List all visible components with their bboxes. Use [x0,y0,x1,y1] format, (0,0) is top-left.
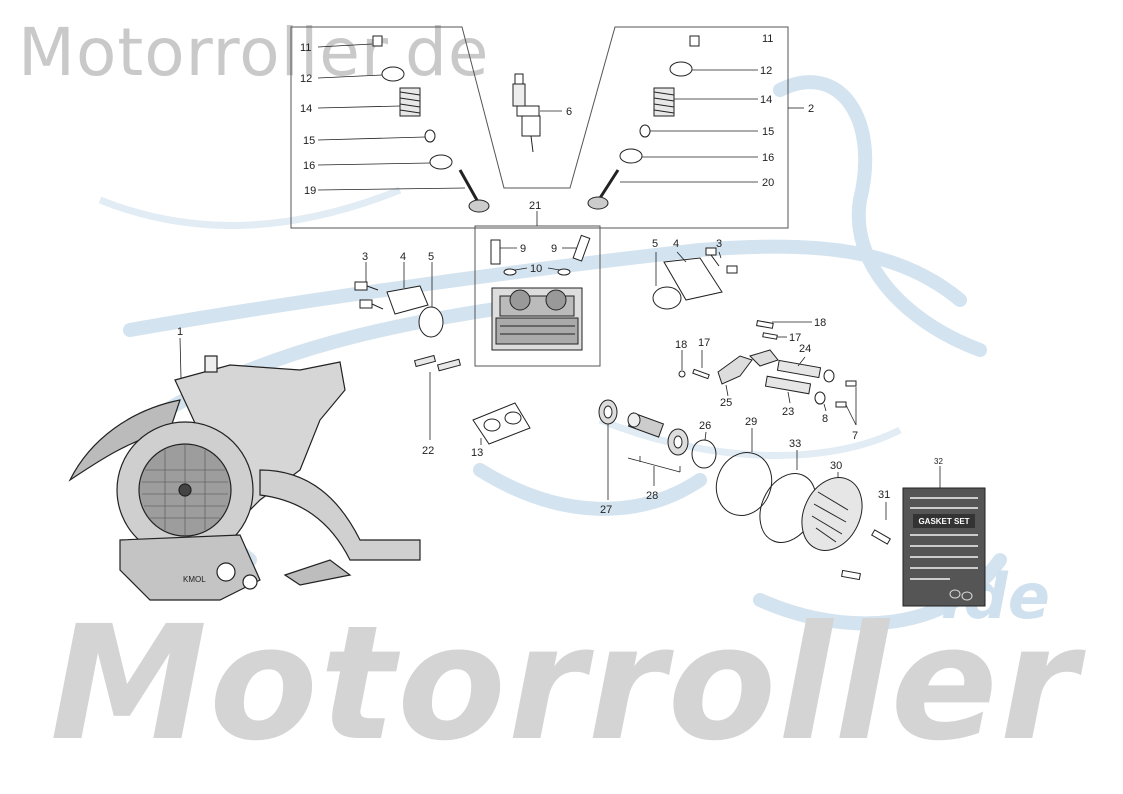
cylinder-head-frame [474,225,601,367]
callout-14-left: 14 [300,103,312,115]
valve-seal-left [424,129,436,143]
callout-3-left: 3 [362,251,368,263]
bolt-3-right [705,247,738,274]
callout-28: 28 [646,490,658,502]
rocker-shaft-17b [692,368,710,380]
callout-7: 7 [852,430,858,442]
callout-18-b: 18 [675,339,687,351]
callout-15-right: 15 [762,126,774,138]
callout-8: 8 [822,413,828,425]
circlip-26 [691,439,717,469]
callout-19: 19 [304,185,316,197]
callout-13: 13 [471,447,483,459]
rocker-bolt-18a [756,320,774,329]
spark-plug [512,73,541,153]
valve-guide-left [490,239,501,265]
gasket-set-label: GASKET SET [918,517,969,526]
callout-11-left: 11 [300,42,311,54]
callout-14-right: 14 [760,94,772,106]
engine-badge: KMOL [183,575,206,584]
callout-17-b: 17 [698,337,710,349]
gasket-set-32: GASKET SET [902,487,986,607]
spring-seat-left [429,154,453,170]
callout-26: 26 [699,420,711,432]
callout-4-left: 4 [400,251,406,263]
spring-retainer-right [669,61,693,77]
callout-27: 27 [600,504,612,516]
callout-22: 22 [422,445,434,457]
valve-spring-left [399,87,421,117]
callout-11-right: 11 [762,33,773,45]
callout-2: 2 [808,103,814,115]
o-ring-left [503,268,517,276]
valve-guide-right [572,234,591,262]
callout-31: 31 [878,489,890,501]
callout-5-left: 5 [428,251,434,263]
camshaft [627,412,665,438]
tappet-cover-left [418,306,444,338]
callout-3-right: 3 [716,238,722,250]
washer-8 [814,391,826,405]
exhaust-valve [587,169,620,210]
callout-9-right: 9 [551,243,557,255]
o-ring-right [557,268,571,276]
valve-seal-right [639,124,651,138]
cover-bolts-31 [841,529,891,581]
callout-23: 23 [782,406,794,418]
rocker-arms [717,349,779,385]
side-cover-30 [801,477,863,551]
callout-12-left: 12 [300,73,312,85]
callout-24: 24 [799,343,811,355]
rocker-shaft-23 [764,375,812,395]
callout-10: 10 [530,263,542,275]
valve-group-frame [290,26,789,229]
callout-32: 32 [934,457,943,466]
callout-9-left: 9 [520,243,526,255]
bolts-7 [835,380,857,408]
o-ring-29 [715,452,773,516]
callout-33: 33 [789,438,801,450]
callout-30: 30 [830,460,842,472]
callout-6: 6 [566,106,572,118]
callout-1: 1 [177,326,183,338]
tappet-cover-gasket-right [663,257,723,301]
callout-25: 25 [720,397,732,409]
tappet-cover-right [652,286,682,310]
callout-16-left: 16 [303,160,315,172]
cylinder-head [491,287,583,351]
valve-cotter-left [372,35,383,47]
callout-29: 29 [745,416,757,428]
engine-assembly [68,355,421,601]
spring-seat-right [619,148,643,164]
valve-spring-right [653,87,675,117]
callout-20: 20 [762,177,774,189]
rocker-bolt-18b [678,370,686,378]
valve-cotter-right [689,35,700,47]
callout-12-right: 12 [760,65,772,77]
tappet-cover-gasket-left [386,285,429,315]
callouts: 1 2 3 3 4 4 5 5 6 7 8 9 9 10 11 11 12 12… [177,33,943,516]
callout-18-a: 18 [814,317,826,329]
callout-5-right: 5 [652,238,658,250]
rocker-shaft-24 [776,359,835,383]
callout-15-left: 15 [303,135,315,147]
cylinder-head-gasket [472,402,531,445]
intake-valve [458,169,490,213]
callout-17-a: 17 [789,332,801,344]
spring-retainer-left [381,66,405,82]
bolt-3-left [354,281,384,310]
rocker-washer-17a [762,332,778,340]
studs-22 [413,354,462,372]
callout-16-right: 16 [762,152,774,164]
callout-4-right: 4 [673,238,679,250]
callout-21: 21 [529,200,541,212]
watermark-brand: Motorroller [50,592,1080,776]
